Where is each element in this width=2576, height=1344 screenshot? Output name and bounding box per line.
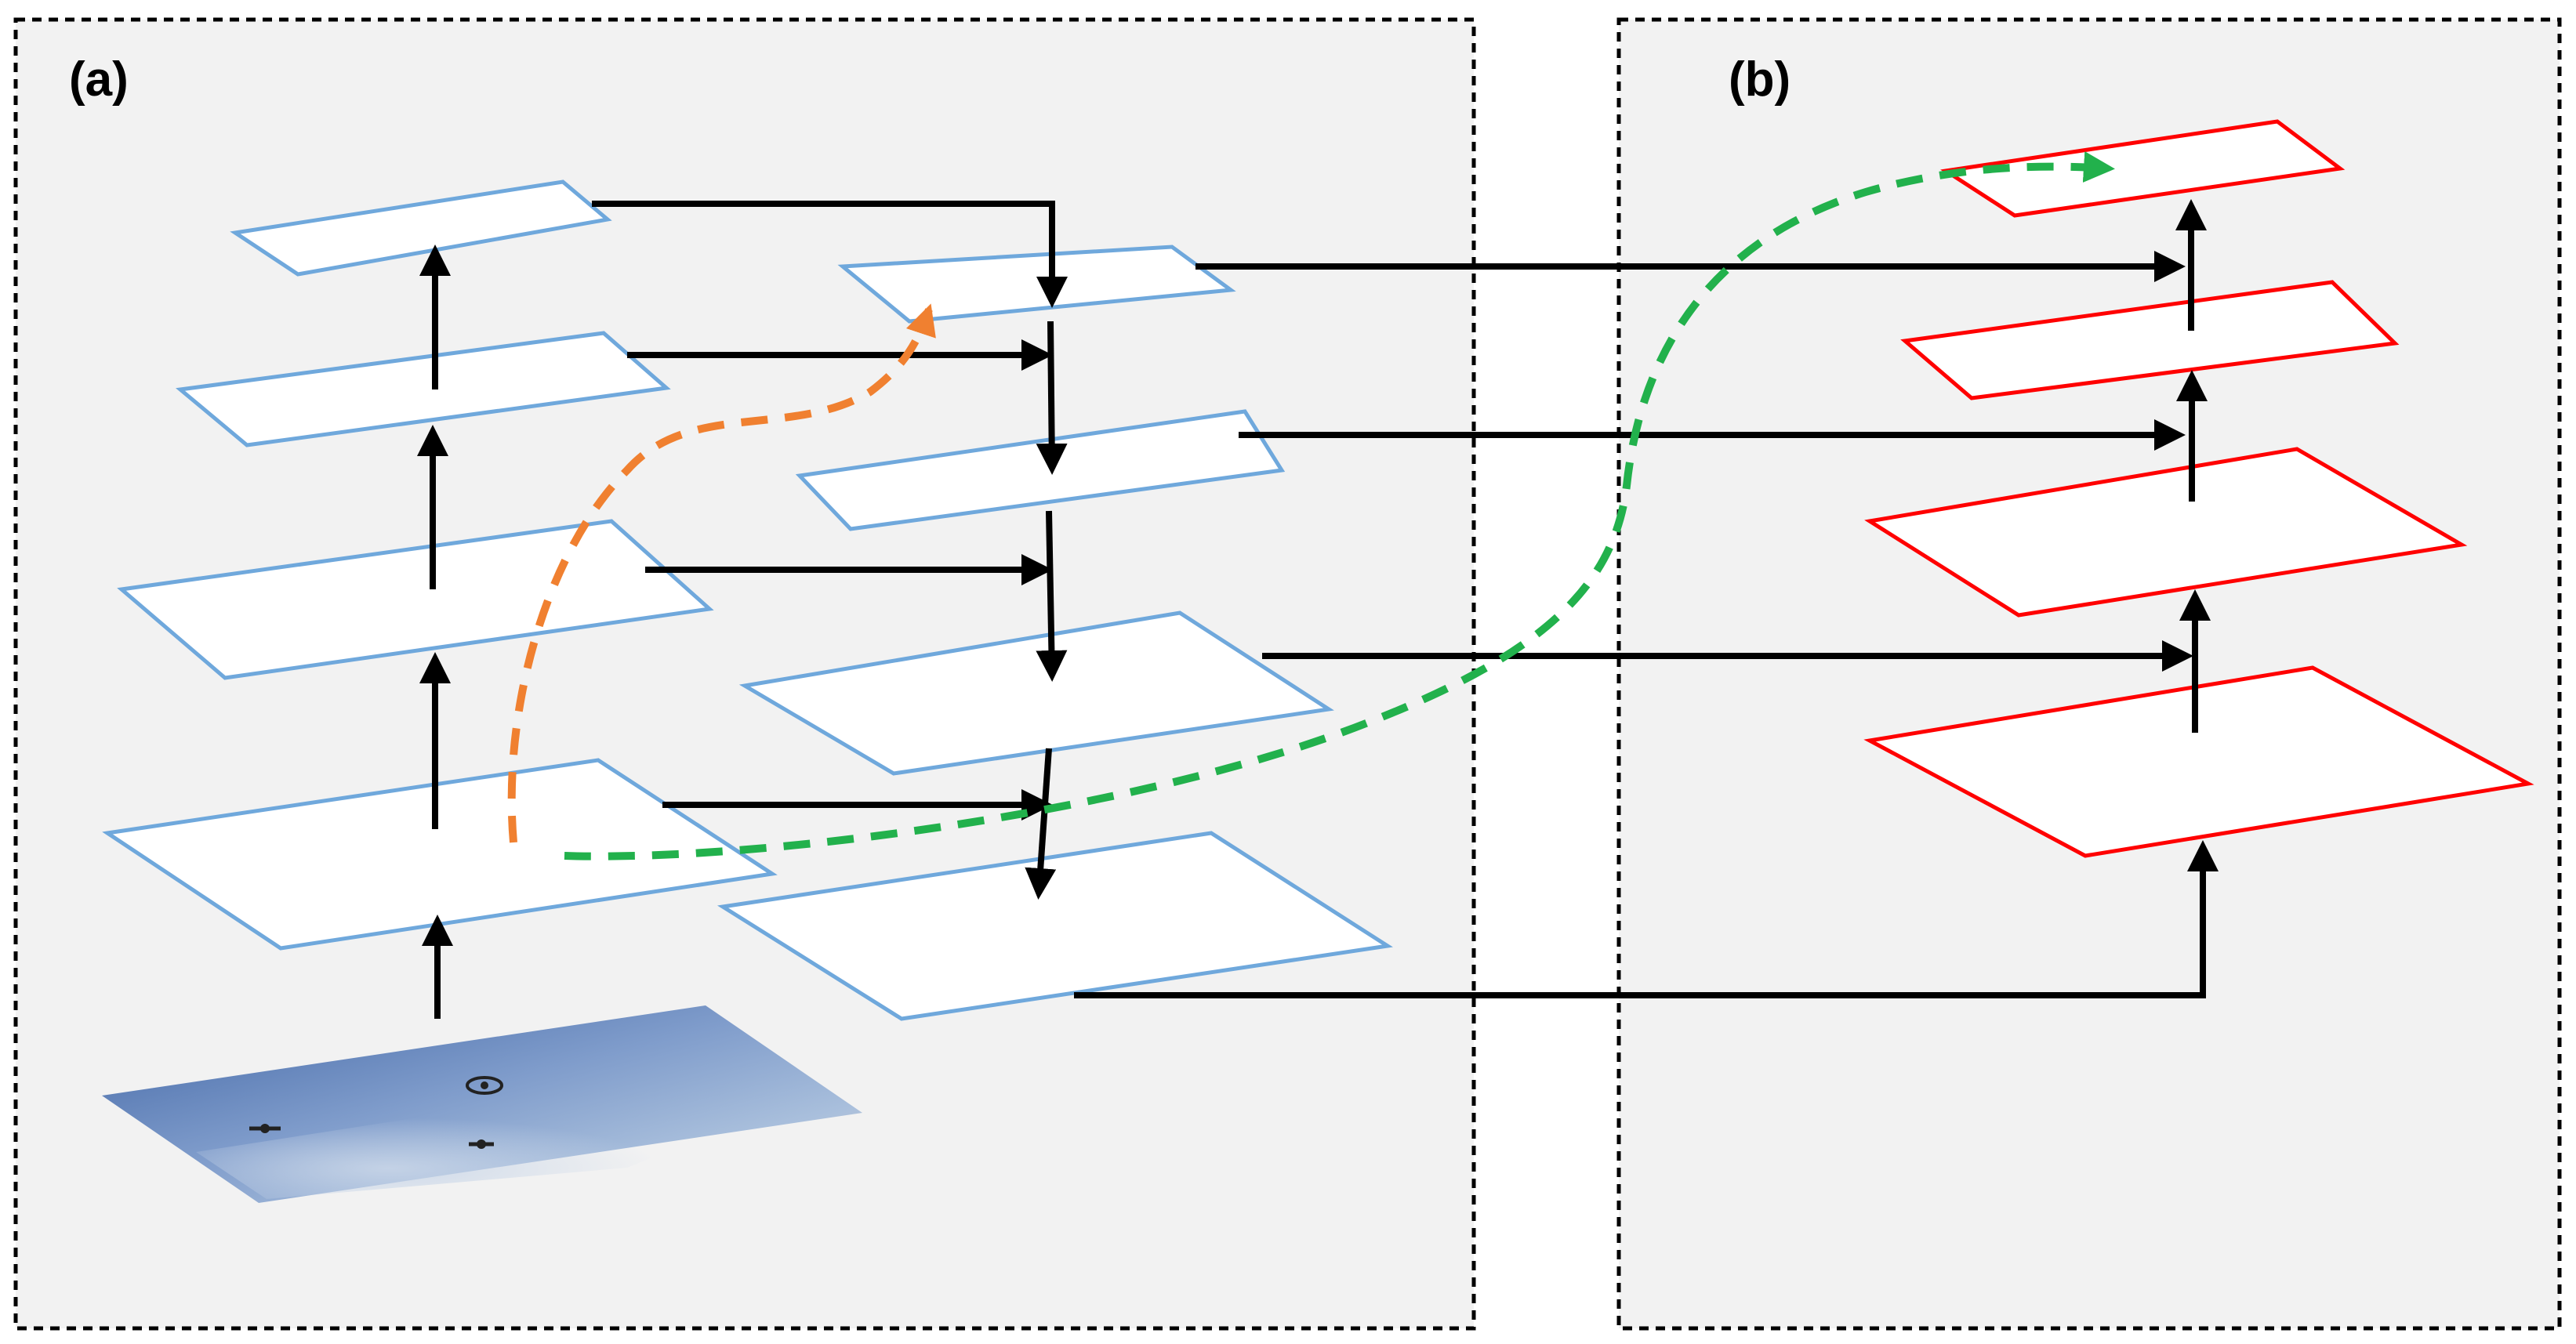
head-layer-2 — [1864, 447, 2468, 618]
input-image — [102, 1005, 862, 1203]
drone-icon — [249, 1124, 281, 1133]
drone-icon — [469, 1139, 494, 1149]
backbone-layer-3 — [176, 331, 671, 447]
head-layer-4 — [1940, 119, 2346, 218]
arrow-backbone-4-to-topdown — [592, 201, 1068, 308]
arrow-topdown-4-to-head — [1074, 840, 2219, 998]
arrow-topdown-2-to-3 — [1036, 510, 1068, 682]
topdown-layer-3 — [738, 610, 1334, 776]
orange-dashed-path — [507, 303, 936, 843]
panel-a-label: (a) — [69, 53, 129, 107]
arrow-topdown-1-to-2 — [1036, 321, 1068, 475]
head-layer-1 — [1863, 665, 2534, 858]
drone-icon — [466, 1076, 503, 1095]
panel-b-label: (b) — [1729, 53, 1791, 107]
topdown-layer-4 — [717, 831, 1393, 1021]
green-dashed-path — [564, 151, 2115, 860]
arrow-topdown-3-to-4 — [1025, 748, 1057, 900]
panel-b — [1616, 17, 2562, 1331]
backbone-layer-4 — [230, 179, 612, 277]
